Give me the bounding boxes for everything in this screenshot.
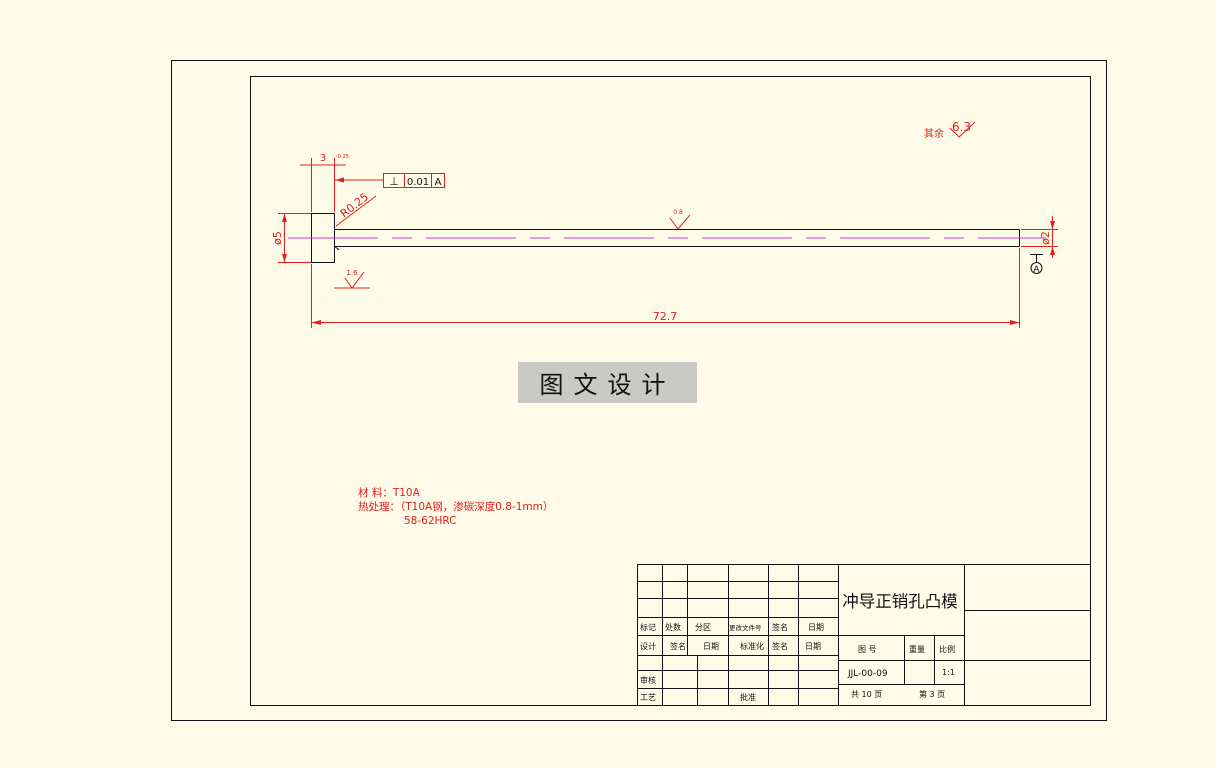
total-length-dim: 72.7	[653, 310, 678, 323]
fillet-dim: R0.25	[338, 190, 371, 220]
head-roughness: 1.6	[346, 269, 358, 277]
material-note: 材 料：T10A	[358, 487, 420, 499]
svg-text:标记: 标记	[640, 622, 656, 632]
total-pages: 共 10 页	[851, 690, 882, 699]
svg-text:处数: 处数	[665, 622, 681, 632]
svg-text:标准化: 标准化	[740, 641, 764, 651]
svg-text:分区: 分区	[695, 623, 711, 632]
heat-treatment-note: 热处理：（T10A钢，渗碳深度0.8-1mm）	[358, 501, 554, 513]
title-block-labels: 标记 处数 分区 更改文件号 签名 日期 设计 签名 日期 标准化 签名 日期 …	[640, 622, 955, 702]
watermark-banner: 图文设计	[518, 362, 697, 403]
drawing-title: 冲导正销孔凸模	[842, 592, 958, 611]
shaft-roughness: 0.8	[673, 209, 683, 216]
hardness-note: 58-62HRC	[404, 515, 457, 527]
svg-text:签名: 签名	[670, 641, 686, 651]
drawing-number: JJL-00-09	[847, 669, 888, 679]
svg-text:日期: 日期	[703, 642, 719, 651]
svg-text:A: A	[1033, 265, 1040, 275]
svg-text:签名: 签名	[772, 622, 788, 632]
head-thickness-tolerance: -0.25	[336, 154, 349, 160]
outer-frame	[171, 60, 1107, 721]
head-thickness-dim: 3	[320, 153, 326, 164]
svg-text:审核: 审核	[640, 675, 656, 685]
svg-text:图 号: 图 号	[858, 645, 877, 654]
svg-text:日期: 日期	[805, 642, 821, 651]
drawing-scale: 1:1	[942, 668, 955, 677]
page-number: 第 3 页	[919, 689, 945, 699]
svg-text:重量: 重量	[909, 644, 925, 654]
technical-notes: 材 料：T10A 热处理：（T10A钢，渗碳深度0.8-1mm） 58-62HR…	[358, 486, 553, 528]
svg-text:设计: 设计	[640, 641, 656, 651]
tolerance-datum: A	[435, 177, 442, 188]
geometric-tolerance-frame: ⊥ 0.01 A	[383, 173, 445, 188]
datum-symbol: A	[1030, 254, 1043, 275]
perpendicularity-symbol: ⊥	[389, 175, 399, 188]
svg-text:签名: 签名	[772, 641, 788, 651]
dimension-lines	[278, 121, 1058, 328]
head-diameter-dim: ø5	[271, 231, 284, 245]
title-block	[637, 564, 1091, 706]
fillet-mark	[334, 246, 340, 251]
dimension-arrows	[282, 177, 1055, 325]
general-roughness-value: 6.3	[952, 120, 971, 134]
svg-text:日期: 日期	[808, 623, 824, 632]
svg-text:工艺: 工艺	[640, 693, 656, 702]
svg-text:批准: 批准	[740, 692, 756, 702]
tolerance-value: 0.01	[407, 177, 429, 188]
svg-text:比例: 比例	[939, 644, 955, 654]
svg-text:更改文件号: 更改文件号	[729, 623, 762, 632]
general-roughness-label: 其余	[924, 127, 944, 140]
shaft-diameter-dim: ø2	[1039, 231, 1052, 245]
